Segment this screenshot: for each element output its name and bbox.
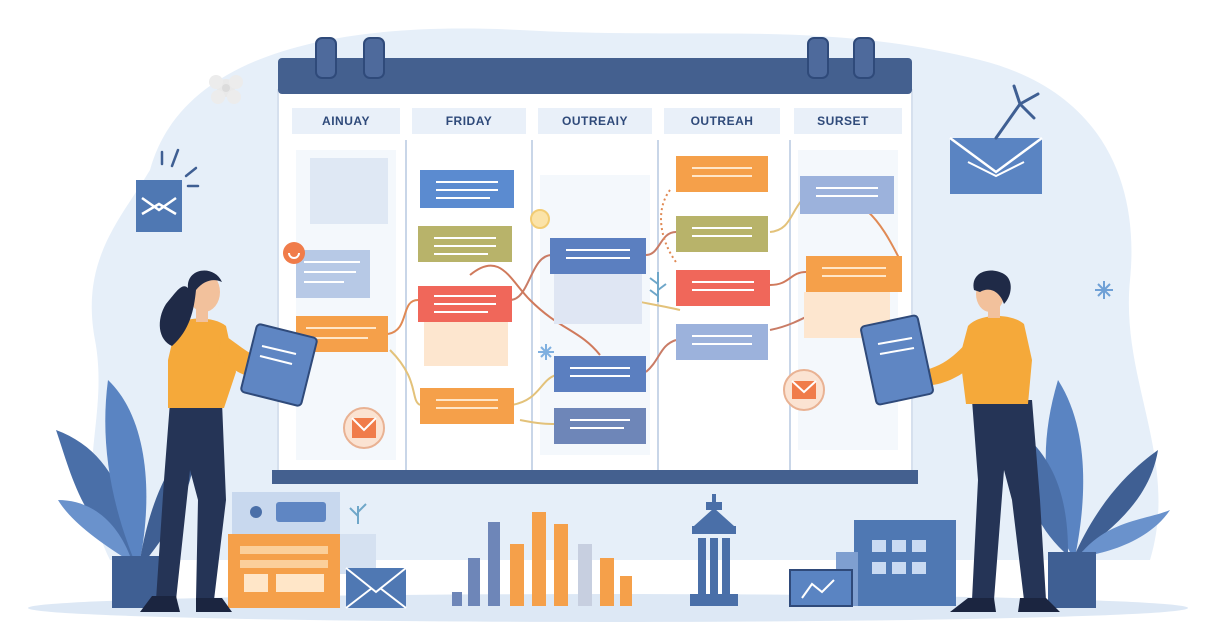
reminder-badge-icon — [283, 242, 305, 264]
connector-dot — [530, 209, 550, 229]
event-card[interactable] — [800, 176, 894, 214]
mail-badge-icon — [343, 407, 385, 449]
event-card[interactable] — [676, 216, 768, 252]
event-card[interactable] — [554, 408, 646, 444]
person-left — [140, 270, 318, 612]
column-header: SURSET — [817, 114, 869, 128]
bar-chart-icon — [452, 512, 632, 606]
calendar-ring-icon — [315, 37, 875, 79]
event-card[interactable] — [676, 156, 768, 192]
event-card[interactable] — [420, 388, 514, 424]
mail-icon — [136, 148, 200, 232]
building-icon — [789, 520, 956, 607]
snowflake-icon — [538, 344, 554, 360]
tablet-icon — [860, 314, 934, 406]
event-card[interactable] — [676, 324, 768, 360]
mail-badge-icon — [783, 369, 825, 411]
calendar-board: AINUAY FRIDAY OUTREAIY OUTREAH SURSET — [272, 37, 918, 484]
event-card[interactable] — [550, 238, 646, 324]
column-header: OUTREAIY — [562, 114, 628, 128]
person-right — [860, 270, 1060, 612]
event-card[interactable] — [420, 170, 514, 208]
document-stack — [228, 492, 407, 609]
event-card[interactable] — [676, 270, 770, 306]
event-card[interactable] — [418, 286, 512, 366]
snowflake-icon — [1095, 281, 1113, 299]
column-header: AINUAY — [322, 114, 370, 128]
column-header: FRIDAY — [446, 114, 493, 128]
event-card[interactable] — [296, 250, 370, 298]
event-placeholder — [310, 158, 388, 224]
monument-icon — [690, 494, 738, 606]
flower-icon — [209, 75, 243, 104]
column-header: OUTREAH — [691, 114, 754, 128]
tablet-icon — [240, 323, 318, 407]
envelope-icon — [949, 84, 1043, 194]
event-card[interactable] — [554, 356, 646, 392]
event-card[interactable] — [418, 226, 512, 262]
leaf-icon — [649, 272, 667, 302]
calendar-header-bar — [278, 58, 912, 94]
